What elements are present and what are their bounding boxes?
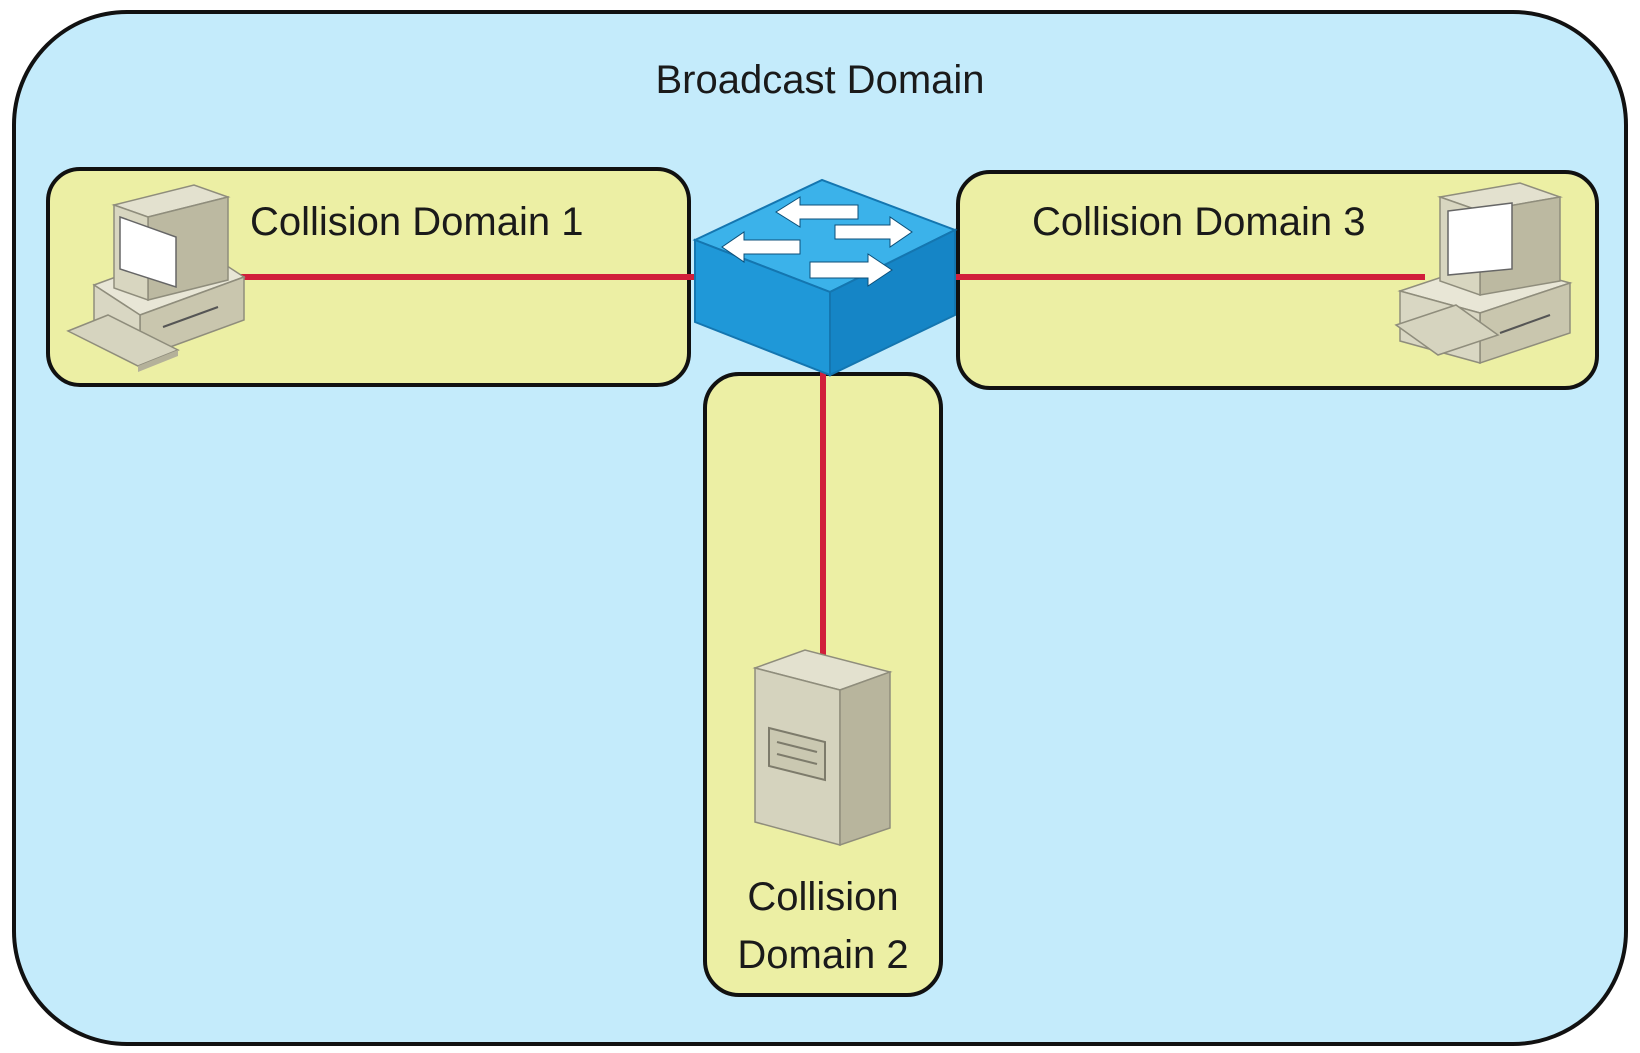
collision-domain-2-label-line2: Domain 2 bbox=[737, 933, 909, 977]
collision-domain-1-label: Collision Domain 1 bbox=[250, 200, 584, 244]
collision-domain-2-label: Collision Domain 2 bbox=[703, 868, 943, 984]
pc-icon bbox=[1394, 182, 1573, 365]
server-icon bbox=[752, 649, 893, 847]
collision-domain-2-label-line1: Collision bbox=[747, 875, 899, 919]
broadcast-domain-label: Broadcast Domain bbox=[655, 58, 985, 102]
collision-domain-3-label: Collision Domain 3 bbox=[1032, 200, 1366, 244]
pc-icon bbox=[66, 184, 246, 372]
switch-arrows-icon bbox=[721, 196, 913, 287]
switch-icon bbox=[692, 178, 958, 377]
